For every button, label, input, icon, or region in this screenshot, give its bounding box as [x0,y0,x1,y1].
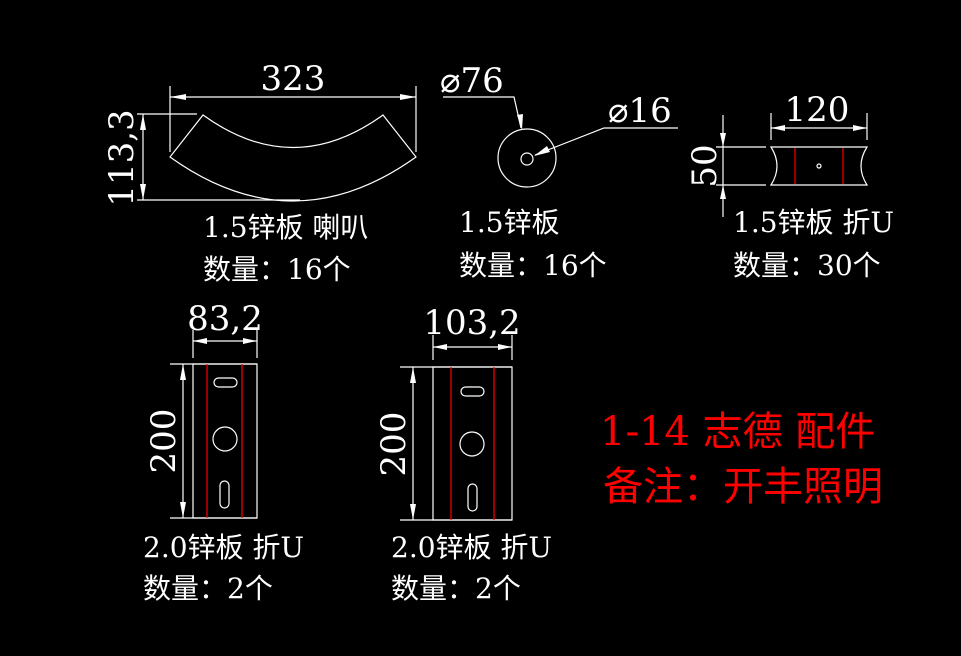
hole-circle [520,152,534,166]
material-label: 1.5锌板 折U [733,206,894,239]
part-horn-plate: 323 113,3 1.5锌板 喇叭 数量：16个 [102,59,417,286]
quantity-label: 数量：2个 [391,572,521,605]
material-label: 2.0锌板 折U [391,531,552,564]
dim-height: 200 [374,412,414,477]
dim-height: 113,3 [102,109,142,206]
material-label: 1.5锌板 [459,206,560,239]
dim-width: 323 [261,59,326,99]
part-u-small: 120 50 1.5锌板 折U 数量：30个 [685,90,894,282]
dim-width: 83,2 [187,299,263,339]
quantity-label: 数量：2个 [143,572,273,605]
material-label: 1.5锌板 喇叭 [203,211,368,244]
quantity-label: 数量：16个 [459,249,607,282]
dim-height: 200 [144,409,184,474]
quantity-label: 数量：16个 [203,253,351,286]
material-label: 2.0锌板 折U [143,531,304,564]
part-disc: ⌀76 ⌀16 1.5锌板 数量：16个 [440,61,678,282]
outer-circle [497,128,557,188]
part-u-bracket-83: 83,2 200 2.0锌板 折U 数量：2个 [143,299,304,605]
dim-hole-diameter: ⌀16 [608,91,672,131]
part-u-bracket-103: 103,2 200 2.0锌板 折U 数量：2个 [374,303,552,605]
quantity-label: 数量：30个 [733,249,881,282]
note-line-1: 1-14 志德 配件 [600,409,875,455]
dim-outer-diameter: ⌀76 [440,61,504,101]
dim-width: 103,2 [423,303,520,343]
dim-width: 120 [785,90,850,130]
horn-outline [169,114,417,202]
note-line-2: 备注：开丰照明 [603,464,883,510]
dim-height: 50 [685,144,725,187]
